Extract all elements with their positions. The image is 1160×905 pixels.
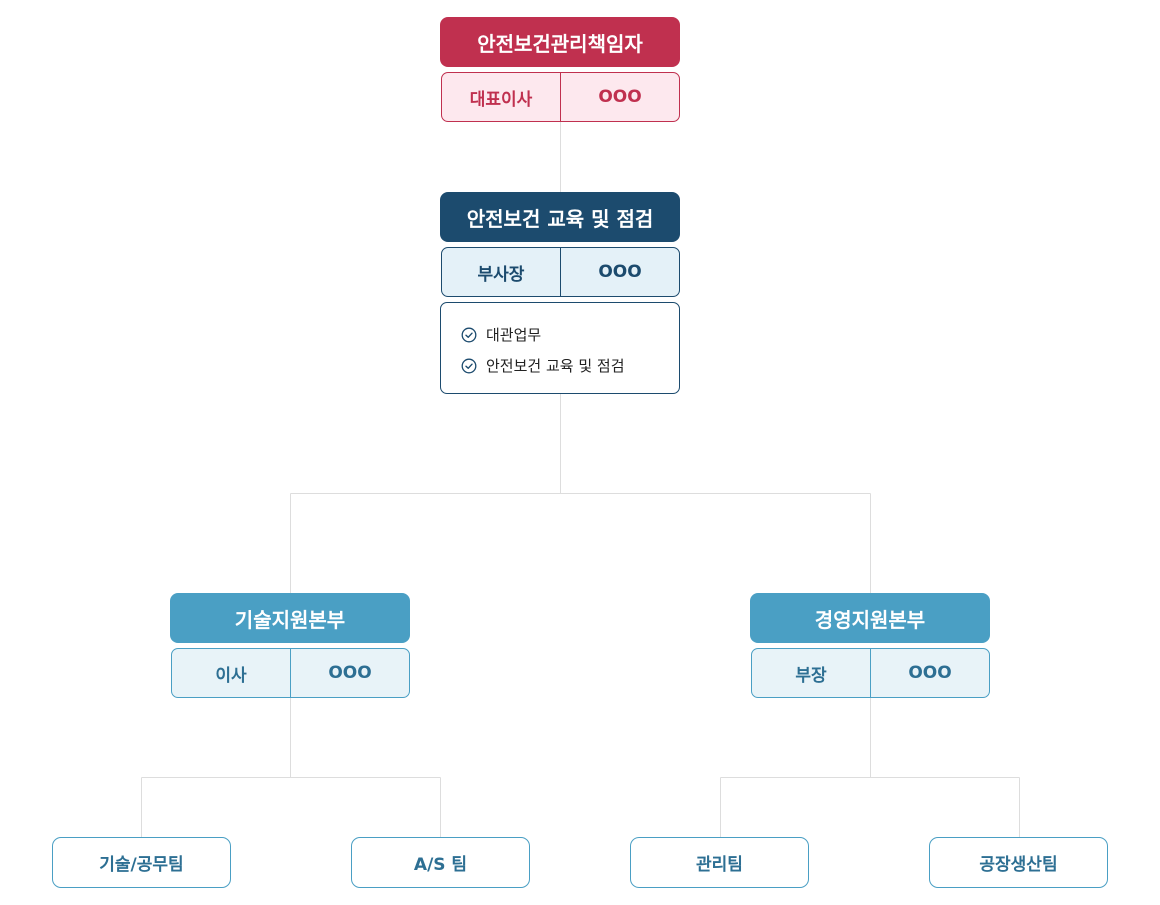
top-person-box: 대표이사 OOO <box>441 72 680 122</box>
vp-name: OOO <box>598 262 642 282</box>
vp-role: 부사장 <box>442 248 561 296</box>
division-person-box-management: 부장 OOO <box>751 648 990 698</box>
check-circle-icon <box>461 327 477 342</box>
team-label: A/S 팀 <box>413 855 468 875</box>
division-title: 기술지원본부 <box>234 607 346 632</box>
division-name: OOO <box>908 663 952 683</box>
division-title-box-technical: 기술지원본부 <box>170 593 410 643</box>
vp-person-box: 부사장 OOO <box>441 247 680 297</box>
vp-title-box: 안전보건 교육 및 점검 <box>440 192 680 242</box>
division-name: OOO <box>328 663 372 683</box>
vp-title: 안전보건 교육 및 점검 <box>466 206 654 231</box>
team-box: A/S 팀 <box>351 837 530 888</box>
team-box: 기술/공무팀 <box>52 837 231 888</box>
team-label: 기술/공무팀 <box>99 855 184 875</box>
division-title: 경영지원본부 <box>814 607 926 632</box>
top-role: 대표이사 <box>442 73 561 121</box>
duty-label: 안전보건 교육 및 점검 <box>486 357 625 375</box>
duty-item: 안전보건 교육 및 점검 <box>461 350 679 381</box>
top-name: OOO <box>598 87 642 107</box>
top-title-box: 안전보건관리책임자 <box>440 17 680 67</box>
duty-label: 대관업무 <box>486 326 542 344</box>
division-role: 이사 <box>172 649 291 697</box>
division-person-box-technical: 이사 OOO <box>171 648 410 698</box>
team-label: 공장생산팀 <box>979 855 1058 875</box>
division-role: 부장 <box>752 649 871 697</box>
team-label: 관리팀 <box>696 855 743 875</box>
team-box: 공장생산팀 <box>929 837 1108 888</box>
duty-item: 대관업무 <box>461 319 679 350</box>
vp-duties-box: 대관업무 안전보건 교육 및 점검 <box>440 302 680 394</box>
team-box: 관리팀 <box>630 837 809 888</box>
top-title: 안전보건관리책임자 <box>477 31 643 56</box>
division-title-box-management: 경영지원본부 <box>750 593 990 643</box>
check-circle-icon <box>461 358 477 373</box>
